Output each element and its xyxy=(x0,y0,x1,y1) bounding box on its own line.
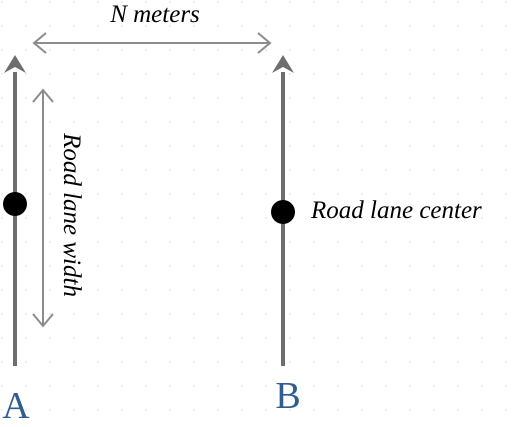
road-line-b-arrowhead-icon xyxy=(272,55,294,73)
lane-center-dot-b-icon xyxy=(271,200,295,224)
distance-dimension-arrow xyxy=(32,32,272,54)
line-a-label: A xyxy=(2,385,30,427)
lane-width-dimension-arrow xyxy=(32,88,54,328)
line-b-label: B xyxy=(275,375,300,417)
road-line-a-arrowhead-icon xyxy=(4,55,26,73)
distance-label: N meters xyxy=(109,1,200,28)
lane-center-label: Road lane center xyxy=(310,197,482,224)
lane-width-arrow-bottom-head xyxy=(32,313,54,328)
lane-width-arrow-top-head xyxy=(32,88,54,103)
road-line-a xyxy=(4,55,26,366)
distance-arrow-left-head xyxy=(32,32,47,54)
distance-arrow-right-head xyxy=(257,32,272,54)
lane-center-dot-a-icon xyxy=(3,192,27,216)
lane-width-label: Road lane width xyxy=(58,132,85,297)
